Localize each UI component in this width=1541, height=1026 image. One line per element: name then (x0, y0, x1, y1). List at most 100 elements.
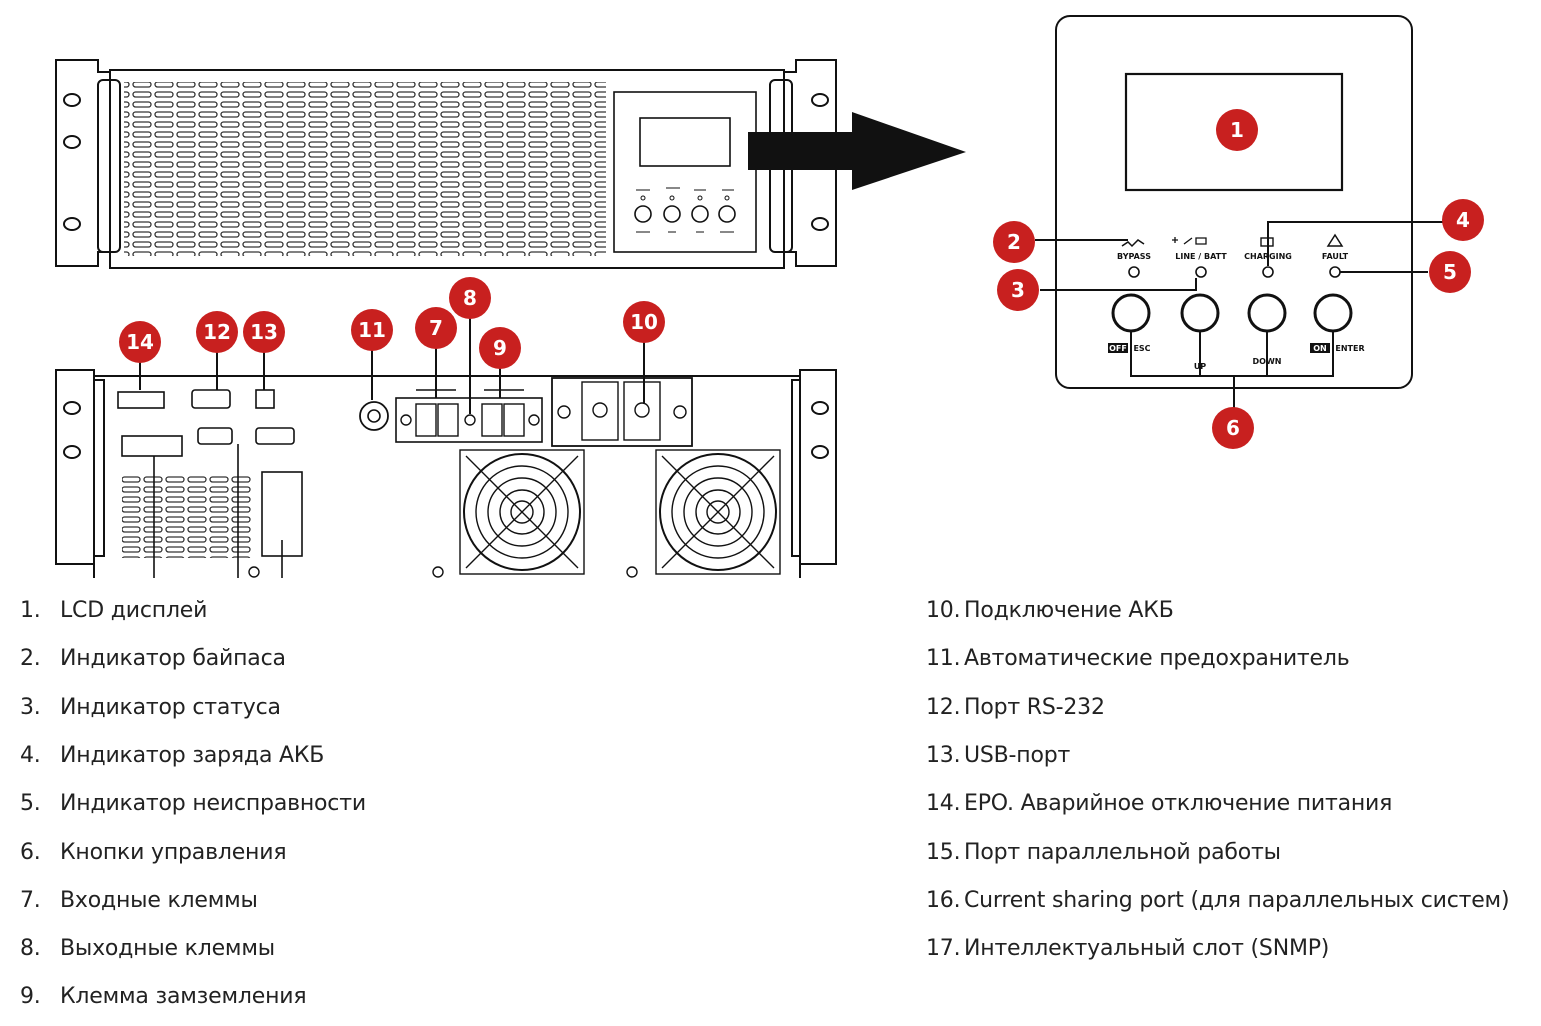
legend-item: 17.Интеллектуальный слот (SNMP) (926, 936, 1329, 962)
callout-number: 7 (429, 316, 443, 340)
zoom-arrow (748, 112, 966, 190)
off-label: OFF (1109, 344, 1127, 353)
callout-circle (1442, 199, 1484, 241)
legend-number: 1. (20, 598, 41, 623)
fault-icon (1326, 233, 1344, 247)
legend-text: Порт параллельной работы (964, 839, 1281, 865)
front-grille (124, 82, 606, 256)
fan-right-frame (655, 449, 781, 575)
legend-text: Интеллектуальный слот (SNMP) (964, 936, 1330, 962)
legend-number: 7. (20, 887, 41, 913)
legend-text: Автоматические предохранитель (964, 646, 1350, 672)
battery-connector (551, 377, 693, 447)
callout-6: 6 (1212, 407, 1254, 449)
callout-circle (993, 221, 1035, 263)
legend-text: Индикатор статуса (60, 694, 281, 720)
line-batt-icon (1172, 237, 1207, 245)
legend-number: 4. (20, 742, 41, 768)
callout-5: 5 (1429, 251, 1471, 293)
charging-led (1262, 266, 1274, 278)
callout-7: 7 (415, 307, 457, 349)
enter-label: ENTER (1335, 344, 1364, 353)
legend-item: 4. Индикатор заряда АКБ (20, 742, 324, 768)
left-rack-ear (55, 59, 111, 267)
callout-circle (623, 301, 665, 343)
up-button[interactable] (1180, 293, 1220, 333)
callout-number: 3 (1011, 278, 1025, 302)
legend-number: 8. (20, 936, 41, 962)
zoomed-lcd-display (1124, 72, 1344, 192)
callout-9: 9 (479, 327, 521, 369)
legend-item: 15.Порт параллельной работы (926, 840, 1281, 865)
legend-item: 1. LCD дисплей (20, 598, 207, 623)
input-breaker (359, 401, 389, 431)
legend-text: Индикатор байпаса (60, 646, 286, 672)
callout-11: 11 (351, 309, 393, 351)
callout-circle (1216, 109, 1258, 151)
legend-number: 14. (926, 791, 961, 817)
callout-13: 13 (243, 311, 285, 353)
rear-body (93, 375, 801, 578)
line-batt-label: LINE / BATT (1175, 252, 1227, 261)
callout-8: 8 (449, 277, 491, 319)
off-esc-button[interactable] (1111, 293, 1151, 333)
panel-labels: BYPASS LINE / BATT CHARGING FAULT OFF ES… (1108, 252, 1365, 371)
callout-circle (196, 311, 238, 353)
callout-circle (119, 321, 161, 363)
esc-label: ESC (1133, 344, 1150, 353)
legend-item: 12.Порт RS-232 (926, 695, 1105, 720)
legend-number: 13. (926, 742, 961, 768)
legend-number: 10. (926, 598, 961, 623)
on-enter-button[interactable] (1313, 293, 1353, 333)
legend-text: Выходные клеммы (60, 936, 275, 962)
legend-item: 7. Входные клеммы (20, 887, 258, 913)
callout-number: 14 (126, 330, 154, 354)
callout-10: 10 (623, 301, 665, 343)
fan-left (463, 453, 581, 571)
callout-2: 2 (993, 221, 1035, 263)
rear-left-ear (55, 369, 105, 565)
legend-item: 16.Current sharing port (для параллельны… (926, 888, 1510, 913)
callout-1: 1 (1216, 109, 1258, 151)
legend-text: Кнопки управления (60, 839, 287, 865)
fan-right (659, 453, 777, 571)
legend-item: 3. Индикатор статуса (20, 694, 281, 720)
legend-text: EPO. Аварийное отключение питания (964, 791, 1393, 817)
callout-number: 10 (630, 310, 658, 334)
callout-number: 8 (463, 286, 477, 310)
rs232-port (191, 389, 231, 409)
legend-number: 3. (20, 694, 41, 720)
legend-number: 2. (20, 646, 41, 672)
legend-text: Current sharing port (для параллельных с… (964, 887, 1510, 913)
callout-number: 4 (1456, 208, 1470, 232)
legend-text: Индикатор заряда АКБ (60, 742, 325, 768)
legend-text: LCD дисплей (60, 598, 208, 623)
legend-text: Порт RS-232 (964, 694, 1105, 720)
legend-item: 2. Индикатор байпаса (20, 646, 286, 672)
legend-item: 13.USB-порт (926, 742, 1070, 768)
fault-label: FAULT (1322, 252, 1349, 261)
front-lcd (639, 117, 731, 167)
ups-diagram: BYPASS LINE / BATT CHARGING FAULT OFF ES… (55, 15, 1484, 578)
epo-port (117, 391, 165, 409)
legend-number: 9. (20, 984, 41, 1010)
legend-number: 11. (926, 646, 961, 672)
legend-item: 14.EPO. Аварийное отключение питания (926, 791, 1392, 817)
callout-circle (243, 311, 285, 353)
status-led (1195, 266, 1207, 278)
legend-number: 17. (926, 936, 961, 962)
rear-right-ear (791, 369, 837, 565)
down-button[interactable] (1247, 293, 1287, 333)
callout-3: 3 (997, 269, 1039, 311)
legend-text: USB-порт (964, 742, 1071, 768)
callout-number: 2 (1007, 230, 1021, 254)
legend-text: Клемма замземления (60, 984, 307, 1010)
legend-text: Входные клеммы (60, 887, 258, 913)
callout-circle (1212, 407, 1254, 449)
on-label: ON (1313, 344, 1327, 353)
bypass-led (1128, 266, 1140, 278)
leader-lines (139, 221, 1445, 414)
callout-4: 4 (1442, 199, 1484, 241)
callout-circle (997, 269, 1039, 311)
